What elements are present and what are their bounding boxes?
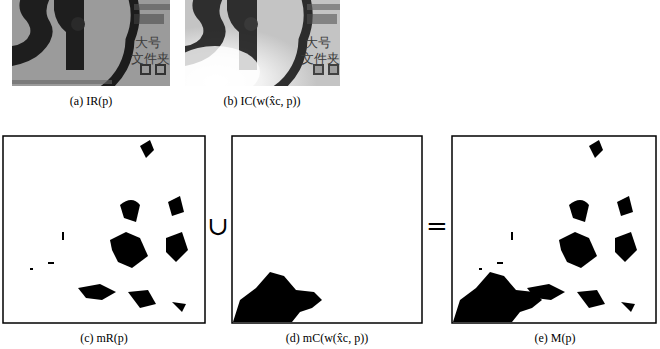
photo-current (185, 0, 340, 86)
subfigure-caption: (e) M(p) (535, 332, 576, 345)
subfigure-caption: (c) mR(p) (80, 332, 128, 345)
subfigure-caption: (a) IR(p) (70, 95, 112, 108)
photo-text: 大号 (135, 36, 161, 50)
mask-current (232, 136, 422, 323)
photo-text: 大号 (305, 36, 331, 50)
subfigure-caption: (d) mC(w(x̂c, p)) (286, 332, 368, 345)
photo-text: 文件夹 (301, 52, 340, 66)
set-union-symbol: ∪ (207, 212, 229, 241)
subfigure-caption: (b) IC(w(x̂c, p)) (224, 95, 301, 108)
mask-reference (3, 136, 205, 323)
equals-symbol: = (426, 212, 448, 241)
photo-text: 文件夹 (131, 52, 170, 66)
photo-reference (12, 0, 170, 86)
mask-union (452, 136, 656, 323)
